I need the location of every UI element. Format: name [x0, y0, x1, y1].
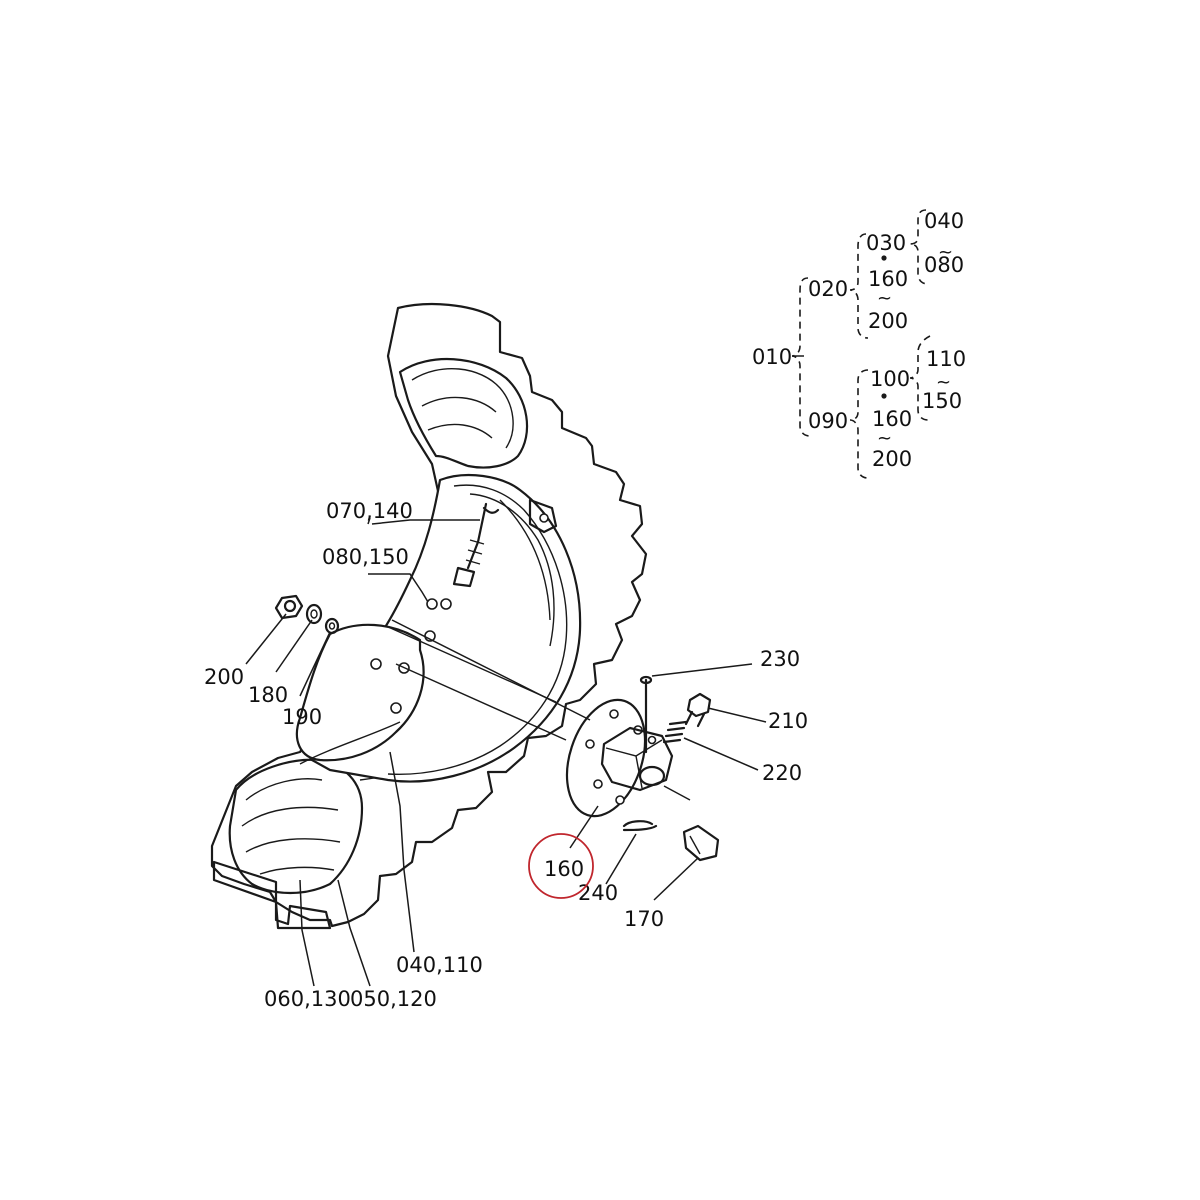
label-070-140: 070,140 — [326, 499, 413, 523]
tree-labels: 010 020 030 040 080 160 200 090 100 110 … — [752, 209, 966, 471]
leader-lines — [245, 517, 767, 987]
label-080-150: 080,150 — [322, 545, 409, 569]
label-040-110: 040,110 — [396, 953, 483, 977]
tree-label-020: 020 — [808, 277, 848, 301]
svg-text:~: ~ — [936, 372, 951, 393]
tree-label-090: 090 — [808, 409, 848, 433]
label-230: 230 — [760, 647, 800, 671]
tree-label-080: 080 — [924, 253, 964, 277]
svg-text:~: ~ — [938, 242, 953, 263]
label-180: 180 — [248, 683, 288, 707]
tree-label-150: 150 — [922, 389, 962, 413]
hub-assembly — [565, 675, 720, 862]
label-200: 200 — [204, 665, 244, 689]
label-190: 190 — [282, 705, 322, 729]
label-170: 170 — [624, 907, 664, 931]
wheel-rim — [295, 474, 582, 783]
tire — [210, 303, 648, 930]
svg-text:~: ~ — [877, 428, 892, 449]
tree-label-040: 040 — [924, 209, 964, 233]
tree-label-160-b: 160 — [872, 407, 912, 431]
tree-label-200-a: 200 — [868, 309, 908, 333]
tree-label-010: 010 — [752, 345, 792, 369]
tree-label-200-b: 200 — [872, 447, 912, 471]
label-210: 210 — [768, 709, 808, 733]
highlight-circle — [528, 833, 594, 899]
tree-label-100: 100 — [870, 367, 910, 391]
svg-text:~: ~ — [877, 288, 892, 309]
tree-label-030: 030 — [866, 231, 906, 255]
label-050-120: 050,120 — [350, 987, 437, 1011]
parts-hierarchy-tree: ~ ~ ~ ~ — [791, 209, 953, 479]
label-220: 220 — [762, 761, 802, 785]
tree-label-160-a: 160 — [868, 267, 908, 291]
label-060-130: 060,130 — [264, 987, 351, 1011]
valve-stem — [452, 502, 500, 588]
label-240: 240 — [578, 881, 618, 905]
label-160-circled: 160 — [544, 857, 584, 881]
nut-washer-set — [274, 594, 340, 635]
part-labels: 070,140 080,150 200 180 190 230 210 220 … — [204, 499, 808, 1011]
tree-label-110: 110 — [926, 347, 966, 371]
